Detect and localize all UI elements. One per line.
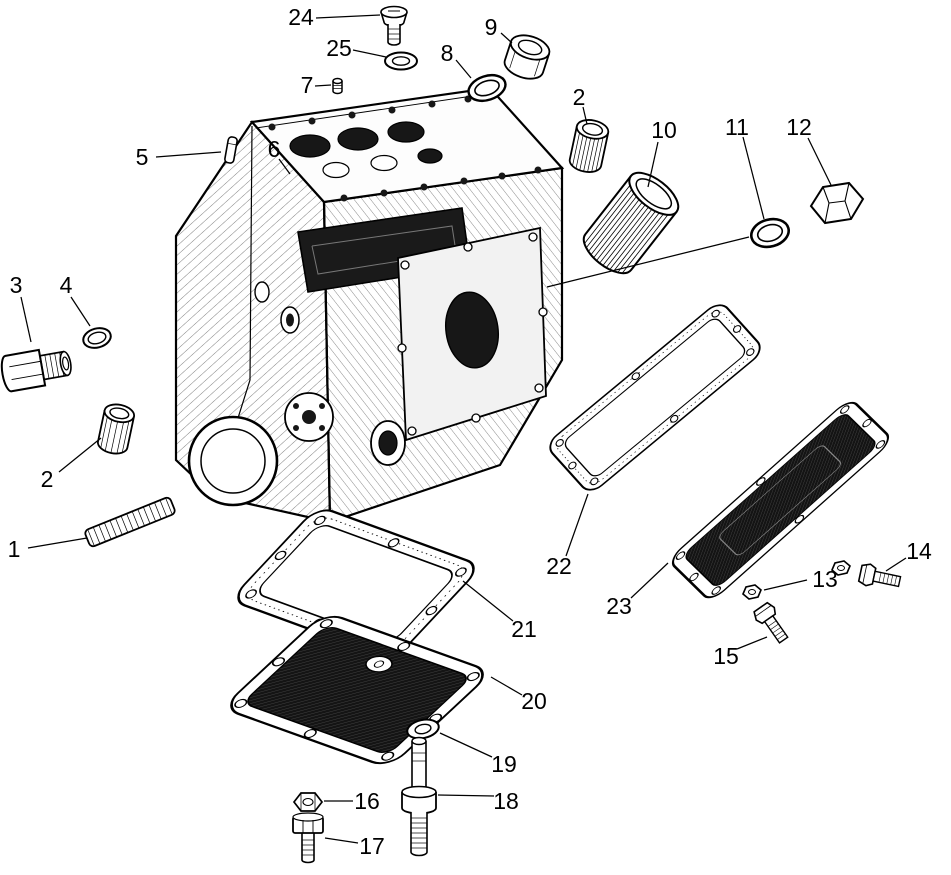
callout-12-label: 12 bbox=[786, 114, 812, 140]
callout-23-label: 23 bbox=[606, 593, 632, 619]
part-fitting-3 bbox=[0, 348, 72, 393]
callout-2-top-label: 2 bbox=[573, 84, 586, 110]
leader-23 bbox=[630, 562, 669, 599]
leader-10 bbox=[647, 141, 659, 188]
part-bushing-9 bbox=[503, 34, 551, 80]
callout-15-label: 15 bbox=[713, 643, 739, 669]
thread-lines bbox=[302, 839, 314, 856]
callout-3-label: 3 bbox=[10, 272, 23, 298]
callout-21-label: 21 bbox=[511, 616, 537, 642]
part-bolt-17 bbox=[292, 812, 324, 864]
part-ring-4 bbox=[82, 327, 112, 349]
top-face-openings bbox=[289, 121, 443, 179]
main-bore bbox=[187, 415, 279, 507]
leader-18 bbox=[437, 794, 495, 797]
part-bushing-2-left bbox=[97, 403, 136, 455]
part-ring-11 bbox=[750, 217, 790, 249]
part-plug-7 bbox=[332, 77, 343, 95]
callout-16-label: 16 bbox=[354, 788, 380, 814]
callout-18-label: 18 bbox=[493, 788, 519, 814]
part-sleeve-10 bbox=[582, 171, 680, 275]
knurl-lines bbox=[572, 132, 604, 173]
part-washer-25 bbox=[384, 51, 418, 71]
leader-22 bbox=[565, 493, 589, 557]
leader-14 bbox=[885, 557, 907, 572]
thread-lines bbox=[87, 497, 173, 547]
callout-labels: 24 25 7 5 6 8 9 2 10 11 12 3 4 2 1 22 23… bbox=[8, 4, 932, 859]
leader-2-left bbox=[58, 437, 102, 473]
leader-7 bbox=[314, 84, 332, 87]
cover-bolt-holes bbox=[234, 619, 480, 761]
part-fitting-18 bbox=[401, 736, 437, 857]
thread-lines bbox=[411, 817, 427, 849]
leader-19 bbox=[439, 732, 493, 758]
callout-7-label: 7 bbox=[301, 72, 314, 98]
knurl-lines bbox=[100, 416, 130, 454]
part-plug-12 bbox=[809, 181, 865, 225]
part-gasket-21 bbox=[237, 509, 475, 657]
callout-9-label: 9 bbox=[485, 14, 498, 40]
install-line-10-11 bbox=[546, 236, 750, 288]
part-cover-20 bbox=[230, 615, 484, 765]
leader-20 bbox=[490, 676, 523, 696]
callout-1-label: 1 bbox=[8, 536, 21, 562]
leader-21 bbox=[462, 580, 514, 622]
callout-25-label: 25 bbox=[326, 35, 352, 61]
callout-11-label: 11 bbox=[725, 114, 749, 140]
thread-lines bbox=[767, 620, 786, 640]
callout-17-label: 17 bbox=[359, 833, 385, 859]
gasket-bolt-holes bbox=[555, 309, 755, 486]
flange-bolt-holes bbox=[397, 232, 548, 436]
leader-13 bbox=[763, 579, 808, 591]
leader-6 bbox=[278, 158, 291, 175]
callout-20-label: 20 bbox=[521, 688, 547, 714]
part-cover-23 bbox=[671, 401, 890, 599]
leader-25 bbox=[352, 49, 387, 58]
callout-6-label: 6 bbox=[268, 136, 281, 162]
part-ring-8 bbox=[467, 73, 507, 103]
part-washer-19 bbox=[406, 718, 440, 740]
callout-19-label: 19 bbox=[491, 751, 517, 777]
callout-5-label: 5 bbox=[136, 144, 149, 170]
leader-1 bbox=[27, 537, 88, 549]
leader-11 bbox=[742, 136, 765, 220]
callout-4-label: 4 bbox=[60, 272, 73, 298]
callout-8-label: 8 bbox=[441, 40, 454, 66]
leader-8 bbox=[455, 59, 472, 79]
leader-lines bbox=[20, 14, 907, 844]
leader-2-top bbox=[582, 106, 588, 125]
leader-3 bbox=[20, 296, 32, 343]
part-nut-13a bbox=[742, 584, 762, 600]
main-housing bbox=[174, 86, 565, 524]
part-bushing-2-top bbox=[568, 119, 610, 173]
leader-24 bbox=[315, 14, 381, 19]
callout-13-label: 13 bbox=[812, 566, 838, 592]
leader-12 bbox=[807, 137, 832, 186]
leader-5 bbox=[155, 151, 222, 158]
callout-22-label: 22 bbox=[546, 553, 572, 579]
part-nut-13b bbox=[831, 560, 851, 576]
leader-15 bbox=[736, 636, 768, 650]
callout-14-label: 14 bbox=[906, 538, 932, 564]
callout-2-left-label: 2 bbox=[41, 466, 54, 492]
part-gasket-22 bbox=[549, 304, 761, 491]
part-bolt-14 bbox=[857, 563, 902, 588]
leader-9 bbox=[500, 32, 513, 44]
part-pin-5 bbox=[224, 136, 238, 164]
part-bolt-15 bbox=[753, 601, 789, 644]
part-stud-1 bbox=[84, 496, 176, 548]
thread-lines bbox=[878, 572, 897, 586]
callout-10-label: 10 bbox=[651, 117, 677, 143]
part-bolt-24 bbox=[380, 5, 408, 46]
top-face-bolt-holes bbox=[268, 95, 542, 202]
part-nut-16 bbox=[292, 792, 324, 812]
callout-24-label: 24 bbox=[288, 4, 314, 30]
leader-4 bbox=[70, 296, 91, 327]
cover-bolt-holes bbox=[675, 405, 886, 595]
thread-lines bbox=[584, 185, 669, 274]
leader-17 bbox=[324, 837, 359, 844]
